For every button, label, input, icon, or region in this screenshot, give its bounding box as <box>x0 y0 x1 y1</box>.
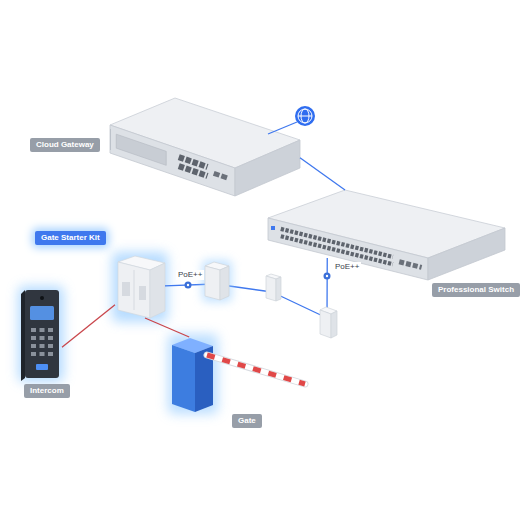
cloud-gateway: Cloud Gateway <box>110 98 300 196</box>
hub-vent <box>122 282 130 296</box>
intercom-reader <box>36 364 48 370</box>
key <box>48 344 53 348</box>
switch-console <box>271 226 275 230</box>
intercom-glow <box>18 286 64 382</box>
drive-bay <box>116 134 166 165</box>
switch-front <box>268 218 428 280</box>
switch-side <box>428 228 505 280</box>
key <box>48 328 53 332</box>
intercom-body <box>25 290 59 378</box>
gate: Gate <box>172 337 215 412</box>
gate-front <box>172 345 195 412</box>
hub-groove <box>134 270 135 310</box>
hub-vent <box>139 286 146 300</box>
poe-link <box>165 258 327 318</box>
gate-starter-kit: Gate Starter Kit <box>115 255 165 318</box>
intercom-camera <box>40 296 44 300</box>
intercom-side <box>21 290 25 381</box>
intercom-screen <box>30 306 54 320</box>
adapter-front <box>205 266 220 300</box>
globe-outline <box>298 109 312 123</box>
adapter-side <box>276 277 281 301</box>
key <box>40 328 45 332</box>
switch-ports <box>281 229 393 257</box>
gate-wire <box>145 318 189 337</box>
key <box>31 344 36 348</box>
injector-front <box>320 310 331 338</box>
key <box>40 336 45 340</box>
globe-icon <box>295 106 315 126</box>
key <box>40 344 45 348</box>
key <box>31 328 36 332</box>
intercom: Intercom <box>20 290 62 378</box>
device-label: Professional Switch <box>432 283 520 297</box>
poe-dot <box>324 273 331 280</box>
gateway-sfp <box>214 173 228 178</box>
gateway-side <box>235 140 300 196</box>
device-label: Intercom <box>24 384 70 398</box>
injector-side <box>331 311 337 338</box>
switch-sfp <box>399 262 421 268</box>
key <box>48 336 53 340</box>
device-label: Gate <box>232 414 262 428</box>
network-link <box>300 158 345 190</box>
key <box>48 352 53 356</box>
gate-arm-stripes <box>207 355 305 384</box>
professional-switch: Professional Switch <box>268 190 505 258</box>
device-label: Cloud Gateway <box>30 138 100 152</box>
gate-glow <box>168 334 218 414</box>
key <box>40 352 45 356</box>
switch-ports <box>281 236 393 264</box>
adapter-front <box>266 276 276 301</box>
gateway-ports <box>179 166 208 176</box>
key <box>31 352 36 356</box>
poe-dot <box>185 282 192 289</box>
kit-glow <box>112 252 168 322</box>
gate-arm <box>207 355 305 384</box>
gate-arm-edge <box>207 355 305 384</box>
poe-dot-center <box>187 284 189 286</box>
adapter-glow <box>202 260 232 302</box>
poe-label: PoE++ <box>333 262 361 272</box>
device-label: Gate Starter Kit <box>35 231 106 245</box>
hub-side <box>150 263 165 318</box>
poe-dot-center <box>326 275 328 277</box>
gateway-front <box>110 125 235 196</box>
gateway-ear <box>110 129 111 150</box>
key <box>31 336 36 340</box>
intercom-keypad <box>31 328 53 356</box>
intercom-wire <box>62 305 115 347</box>
hub-front <box>118 262 150 318</box>
internet-link <box>268 122 297 134</box>
globe-equator <box>298 116 312 117</box>
adapter-side <box>220 266 229 300</box>
edge-label: PoE++ <box>176 270 204 280</box>
